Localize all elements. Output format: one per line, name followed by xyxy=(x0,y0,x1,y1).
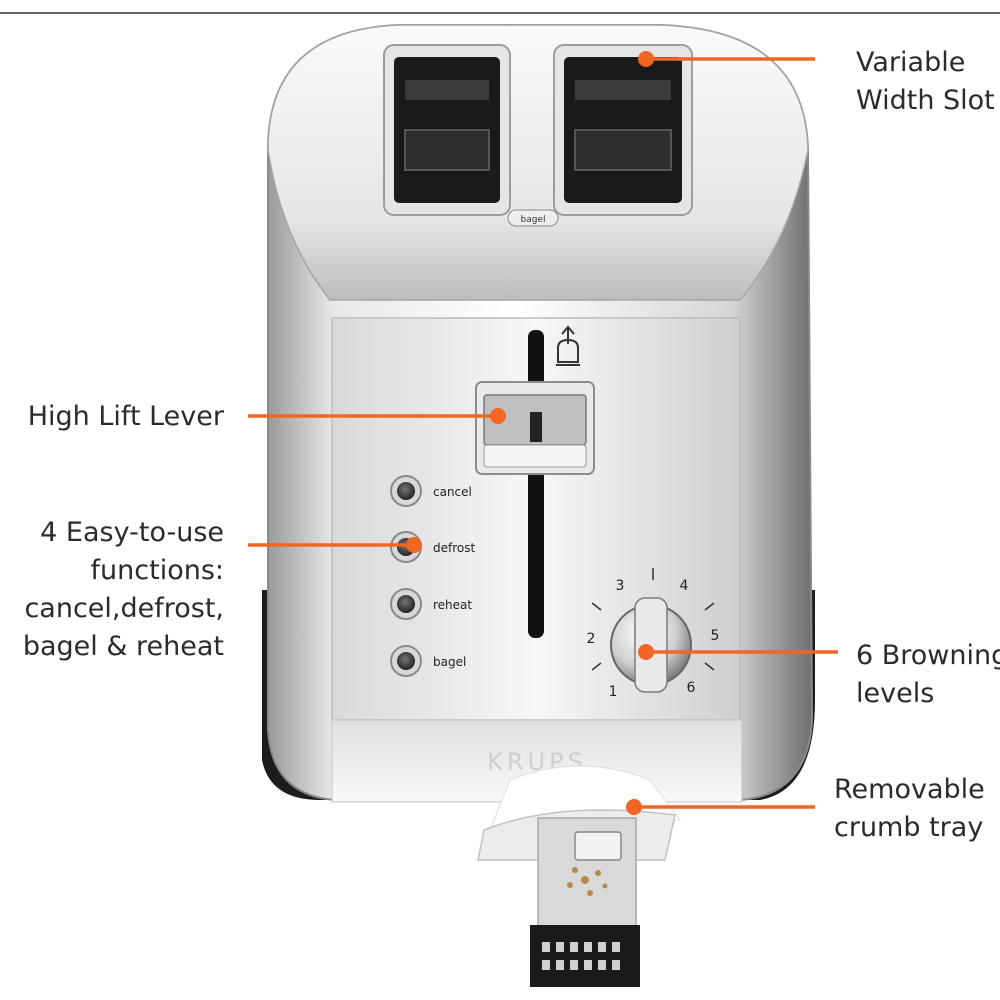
label-line: 6 Browning xyxy=(856,640,1000,671)
bread-slot-left xyxy=(383,44,511,216)
crumb-tray[interactable] xyxy=(477,765,681,987)
dial-number-6: 6 xyxy=(687,680,696,696)
label-crumb-tray: Removable crumb tray xyxy=(834,771,985,847)
tray-grille xyxy=(542,942,620,970)
function-button-cancel[interactable]: cancel xyxy=(390,475,472,507)
crumbs xyxy=(567,867,608,896)
dial-number-3: 3 xyxy=(616,578,625,594)
button-label-defrost: defrost xyxy=(433,541,475,555)
label-functions: 4 Easy-to-use functions: cancel,defrost,… xyxy=(10,514,224,666)
high-lift-lever[interactable] xyxy=(475,381,595,475)
browning-dial[interactable]: 1 2 3 4 5 6 xyxy=(587,568,720,700)
bagel-slot-mark: bagel xyxy=(507,209,559,227)
label-browning-levels: 6 Browning levels xyxy=(856,637,1000,713)
label-line: functions: xyxy=(90,555,224,586)
lift-arrow-icon xyxy=(561,325,575,344)
dial-number-4: 4 xyxy=(680,578,689,594)
function-button-bagel[interactable]: bagel xyxy=(390,645,466,677)
label-line: levels xyxy=(856,678,935,709)
button-label-cancel: cancel xyxy=(433,485,472,499)
dial-number-2: 2 xyxy=(587,631,596,647)
label-line: Variable xyxy=(856,47,966,78)
callout-high-lift-lever xyxy=(248,408,506,424)
callout-crumb-tray xyxy=(626,799,815,815)
label-line: High Lift Lever xyxy=(27,401,224,432)
button-label-reheat: reheat xyxy=(433,598,472,612)
lever-track xyxy=(528,330,544,638)
button-label-bagel: bagel xyxy=(433,655,466,669)
bagel-slot-mark-text: bagel xyxy=(521,215,546,225)
dial-number-5: 5 xyxy=(711,628,720,644)
dial-knob-grip xyxy=(634,597,668,693)
label-line: crumb tray xyxy=(834,812,984,843)
label-line: cancel,defrost, xyxy=(24,593,224,624)
toaster-top xyxy=(267,24,809,301)
label-line: 4 Easy-to-use xyxy=(40,517,224,548)
dial-number-1: 1 xyxy=(609,684,618,700)
toast-icon xyxy=(556,338,580,366)
bread-slot-right xyxy=(553,44,693,216)
callout-variable-width-slot xyxy=(638,51,815,67)
label-variable-width-slot: Variable Width Slot xyxy=(856,44,995,120)
label-line: Removable xyxy=(834,774,985,805)
callout-functions xyxy=(248,537,422,553)
function-button-reheat[interactable]: reheat xyxy=(390,588,472,620)
label-high-lift-lever: High Lift Lever xyxy=(16,398,224,436)
callout-browning-levels xyxy=(638,644,838,660)
label-line: Width Slot xyxy=(856,85,995,116)
label-line: bagel & reheat xyxy=(22,631,224,662)
dial-ticks xyxy=(591,568,715,671)
